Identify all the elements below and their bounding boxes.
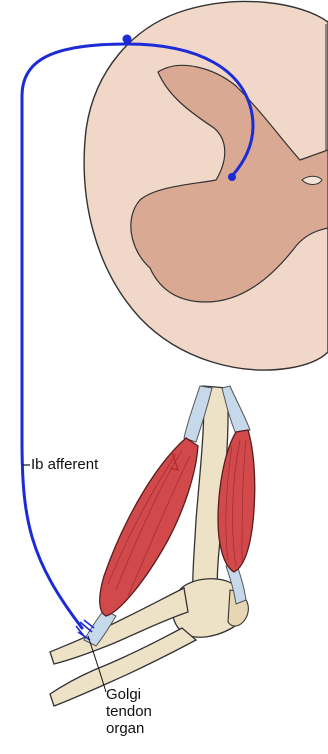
dorsal-root-ganglion-cell-body	[123, 35, 132, 44]
spinal-cord-section	[84, 1, 328, 370]
ib-afferent-label: Ib afferent	[31, 456, 98, 473]
spinal-cord-terminal	[228, 173, 236, 181]
golgi-label-line2: tendon	[106, 703, 186, 720]
golgi-label-line1: Golgi	[106, 686, 186, 703]
golgi-tendon-organ-label: Golgi tendon organ	[106, 686, 186, 737]
golgi-label-line3: organ	[106, 720, 186, 737]
